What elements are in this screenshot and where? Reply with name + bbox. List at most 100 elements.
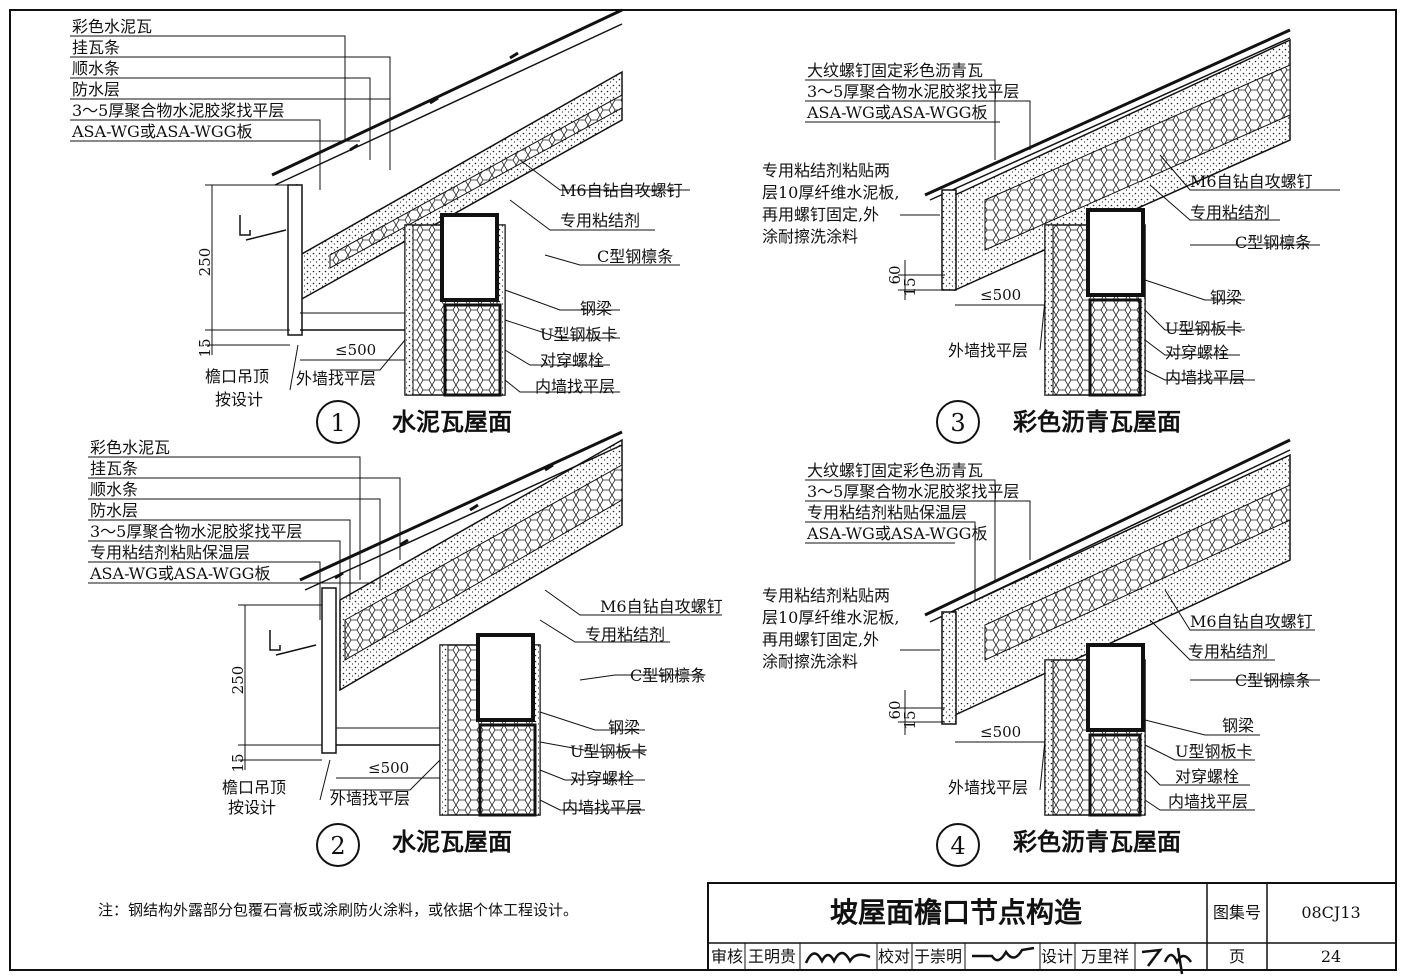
label-u-clip: U型钢板卡 [1165, 319, 1243, 338]
atlas-label: 图集号 [1213, 903, 1261, 922]
detail-4-fascia [941, 611, 957, 725]
label-colored-cement-tile: 彩色水泥瓦 [90, 438, 170, 457]
dim-thickness: 15 [229, 753, 247, 772]
label-asphalt-shingle: 大纹螺钉固定彩色沥青瓦 [807, 461, 983, 480]
label-leveling-layer: 3～5厚聚合物水泥胶浆找平层 [72, 101, 284, 120]
label-asphalt-shingle: 大纹螺钉固定彩色沥青瓦 [807, 61, 983, 80]
label-counter-batten: 顺水条 [90, 480, 138, 499]
label-leveling-layer: 3～5厚聚合物水泥胶浆找平层 [807, 482, 1019, 501]
label-c-purlin: C型钢檩条 [630, 666, 706, 685]
label-c-purlin: C型钢檩条 [1235, 233, 1311, 252]
detail-2-wall [439, 633, 541, 817]
page-label: 页 [1229, 947, 1245, 966]
detail-2-eave [269, 587, 440, 754]
label-inner-leveling: 内墙找平层 [535, 377, 615, 396]
detail-1-roof [271, 8, 623, 302]
label-outer-leveling: 外墙找平层 [948, 341, 1028, 360]
detail-4-top-labels: 大纹螺钉固定彩色沥青瓦 3～5厚聚合物水泥胶浆找平层 专用粘结剂粘贴保温层 AS… [806, 461, 1019, 543]
label-adhesive: 专用粘结剂 [560, 211, 640, 230]
dim-thickness: 15 [901, 277, 919, 296]
detail-4-wall [1044, 643, 1146, 817]
atlas-number: 08CJ13 [1301, 903, 1360, 922]
label-leveling-layer: 3～5厚聚合物水泥胶浆找平层 [807, 82, 1019, 101]
label-m6-screw: M6自钻自攻螺钉 [560, 181, 683, 200]
label-adhesive: 专用粘结剂 [1188, 642, 1268, 661]
label-through-bolt: 对穿螺栓 [540, 351, 604, 370]
dim-thickness: 15 [196, 338, 214, 357]
dim-height: 250 [229, 666, 247, 695]
steel-purlin-box [440, 213, 499, 302]
footnote: 注：钢结构外露部分包覆石膏板或涂刷防火涂料，或依据个体工程设计。 [98, 901, 578, 919]
detail-2-dims: 250 15 ≤500 [229, 604, 440, 779]
label-through-bolt: 对穿螺栓 [570, 769, 634, 788]
check-name: 于崇明 [914, 947, 962, 966]
label-m6-screw: M6自钻自攻螺钉 [600, 597, 723, 616]
check-signature [972, 946, 1035, 962]
detail-2-number: 2 [330, 832, 345, 860]
detail-1-right-labels: M6自钻自攻螺钉 专用粘结剂 C型钢檩条 钢梁 U型钢板卡 对穿螺栓 内墙找平层 [535, 181, 683, 396]
label-by-design: 按设计 [215, 390, 263, 409]
label-asa-board: ASA-WG或ASA-WGG板 [89, 564, 270, 583]
detail-2-callout-lines [88, 456, 722, 811]
sheet-border [9, 9, 1397, 971]
label-fiber-cement-1: 专用粘结剂粘贴两 [762, 161, 890, 180]
detail-4-title: 彩色沥青瓦屋面 [1012, 827, 1181, 856]
dim-height: 60 [886, 265, 904, 284]
label-fiber-cement-4: 涂耐擦洗涂料 [762, 227, 858, 246]
label-c-purlin: C型钢檩条 [1235, 671, 1311, 690]
detail-1-title: 水泥瓦屋面 [392, 407, 512, 436]
label-fiber-cement-3: 再用螺钉固定,外 [762, 630, 879, 649]
label-fiber-cement-2: 层10厚纤维水泥板, [762, 183, 899, 202]
detail-1-number: 1 [330, 409, 345, 437]
label-through-bolt: 对穿螺栓 [1175, 767, 1239, 786]
label-colored-cement-tile: 彩色水泥瓦 [72, 17, 152, 36]
title-block: 坡屋面檐口节点构造 图集号 08CJ13 页 24 审核 王明贵 校对 于崇明 … [707, 882, 1397, 975]
check-label: 校对 [878, 947, 910, 966]
detail-1-bottom-labels: 檐口吊顶 按设计 外墙找平层 [205, 367, 376, 409]
detail-4-left-labels: 专用粘结剂粘贴两 层10厚纤维水泥板, 再用螺钉固定,外 涂耐擦洗涂料 [762, 586, 899, 671]
label-inner-leveling: 内墙找平层 [562, 798, 642, 817]
detail-2-top-labels: 彩色水泥瓦 挂瓦条 顺水条 防水层 3～5厚聚合物水泥胶浆找平层 专用粘结剂粘贴… [89, 438, 302, 583]
review-signature [804, 951, 871, 964]
label-c-purlin: C型钢檩条 [597, 247, 673, 266]
detail-1: 250 15 ≤500 彩色水泥瓦 挂瓦条 顺水条 防水层 [70, 8, 690, 444]
label-steel-beam: 钢梁 [1222, 716, 1254, 735]
review-name: 王明贵 [748, 947, 796, 966]
label-insulation-layer: 专用粘结剂粘贴保温层 [807, 503, 967, 522]
detail-1-callout-lines [70, 35, 690, 393]
review-label: 审核 [711, 947, 743, 966]
detail-4-dims: 60 15 ≤500 [886, 690, 1045, 743]
detail-2-title: 水泥瓦屋面 [392, 827, 512, 856]
label-waterproof-layer: 防水层 [72, 80, 120, 99]
drawing-title: 坡屋面檐口节点构造 [830, 896, 1082, 929]
dim-height: 60 [886, 700, 904, 719]
label-fiber-cement-1: 专用粘结剂粘贴两 [762, 586, 890, 605]
detail-1-wall [404, 213, 506, 397]
label-through-bolt: 对穿螺栓 [1165, 343, 1229, 362]
label-outer-leveling: 外墙找平层 [330, 789, 410, 808]
label-asa-board: ASA-WG或ASA-WGG板 [806, 103, 987, 122]
dim-height: 250 [196, 248, 214, 277]
design-signature [1141, 947, 1193, 975]
detail-1-number-circle [316, 400, 360, 444]
label-m6-screw: M6自钻自攻螺钉 [1190, 172, 1313, 191]
detail-3-left-labels: 专用粘结剂粘贴两 层10厚纤维水泥板, 再用螺钉固定,外 涂耐擦洗涂料 [762, 161, 899, 246]
detail-3-fascia [941, 189, 957, 291]
detail-3-top-labels: 大纹螺钉固定彩色沥青瓦 3～5厚聚合物水泥胶浆找平层 ASA-WG或ASA-WG… [806, 61, 1019, 122]
detail-3-dims: 60 15 ≤500 [886, 260, 1045, 306]
label-waterproof-layer: 防水层 [90, 501, 138, 520]
page-number: 24 [1321, 947, 1341, 966]
detail-3-title: 彩色沥青瓦屋面 [1012, 407, 1181, 436]
label-u-clip: U型钢板卡 [570, 742, 648, 761]
dim-thickness: 15 [901, 710, 919, 729]
detail-3-wall [1044, 208, 1146, 397]
detail-1-eave [239, 184, 405, 336]
detail-3-roof [924, 28, 1291, 292]
label-steel-beam: 钢梁 [1210, 288, 1242, 307]
label-eave-ceiling: 檐口吊顶 [205, 367, 269, 386]
dim-width: ≤500 [335, 341, 376, 359]
detail-3-number: 3 [950, 409, 965, 437]
detail-4-number-circle [936, 823, 980, 867]
label-steel-beam: 钢梁 [580, 299, 612, 318]
label-fiber-cement-4: 涂耐擦洗涂料 [762, 652, 858, 671]
